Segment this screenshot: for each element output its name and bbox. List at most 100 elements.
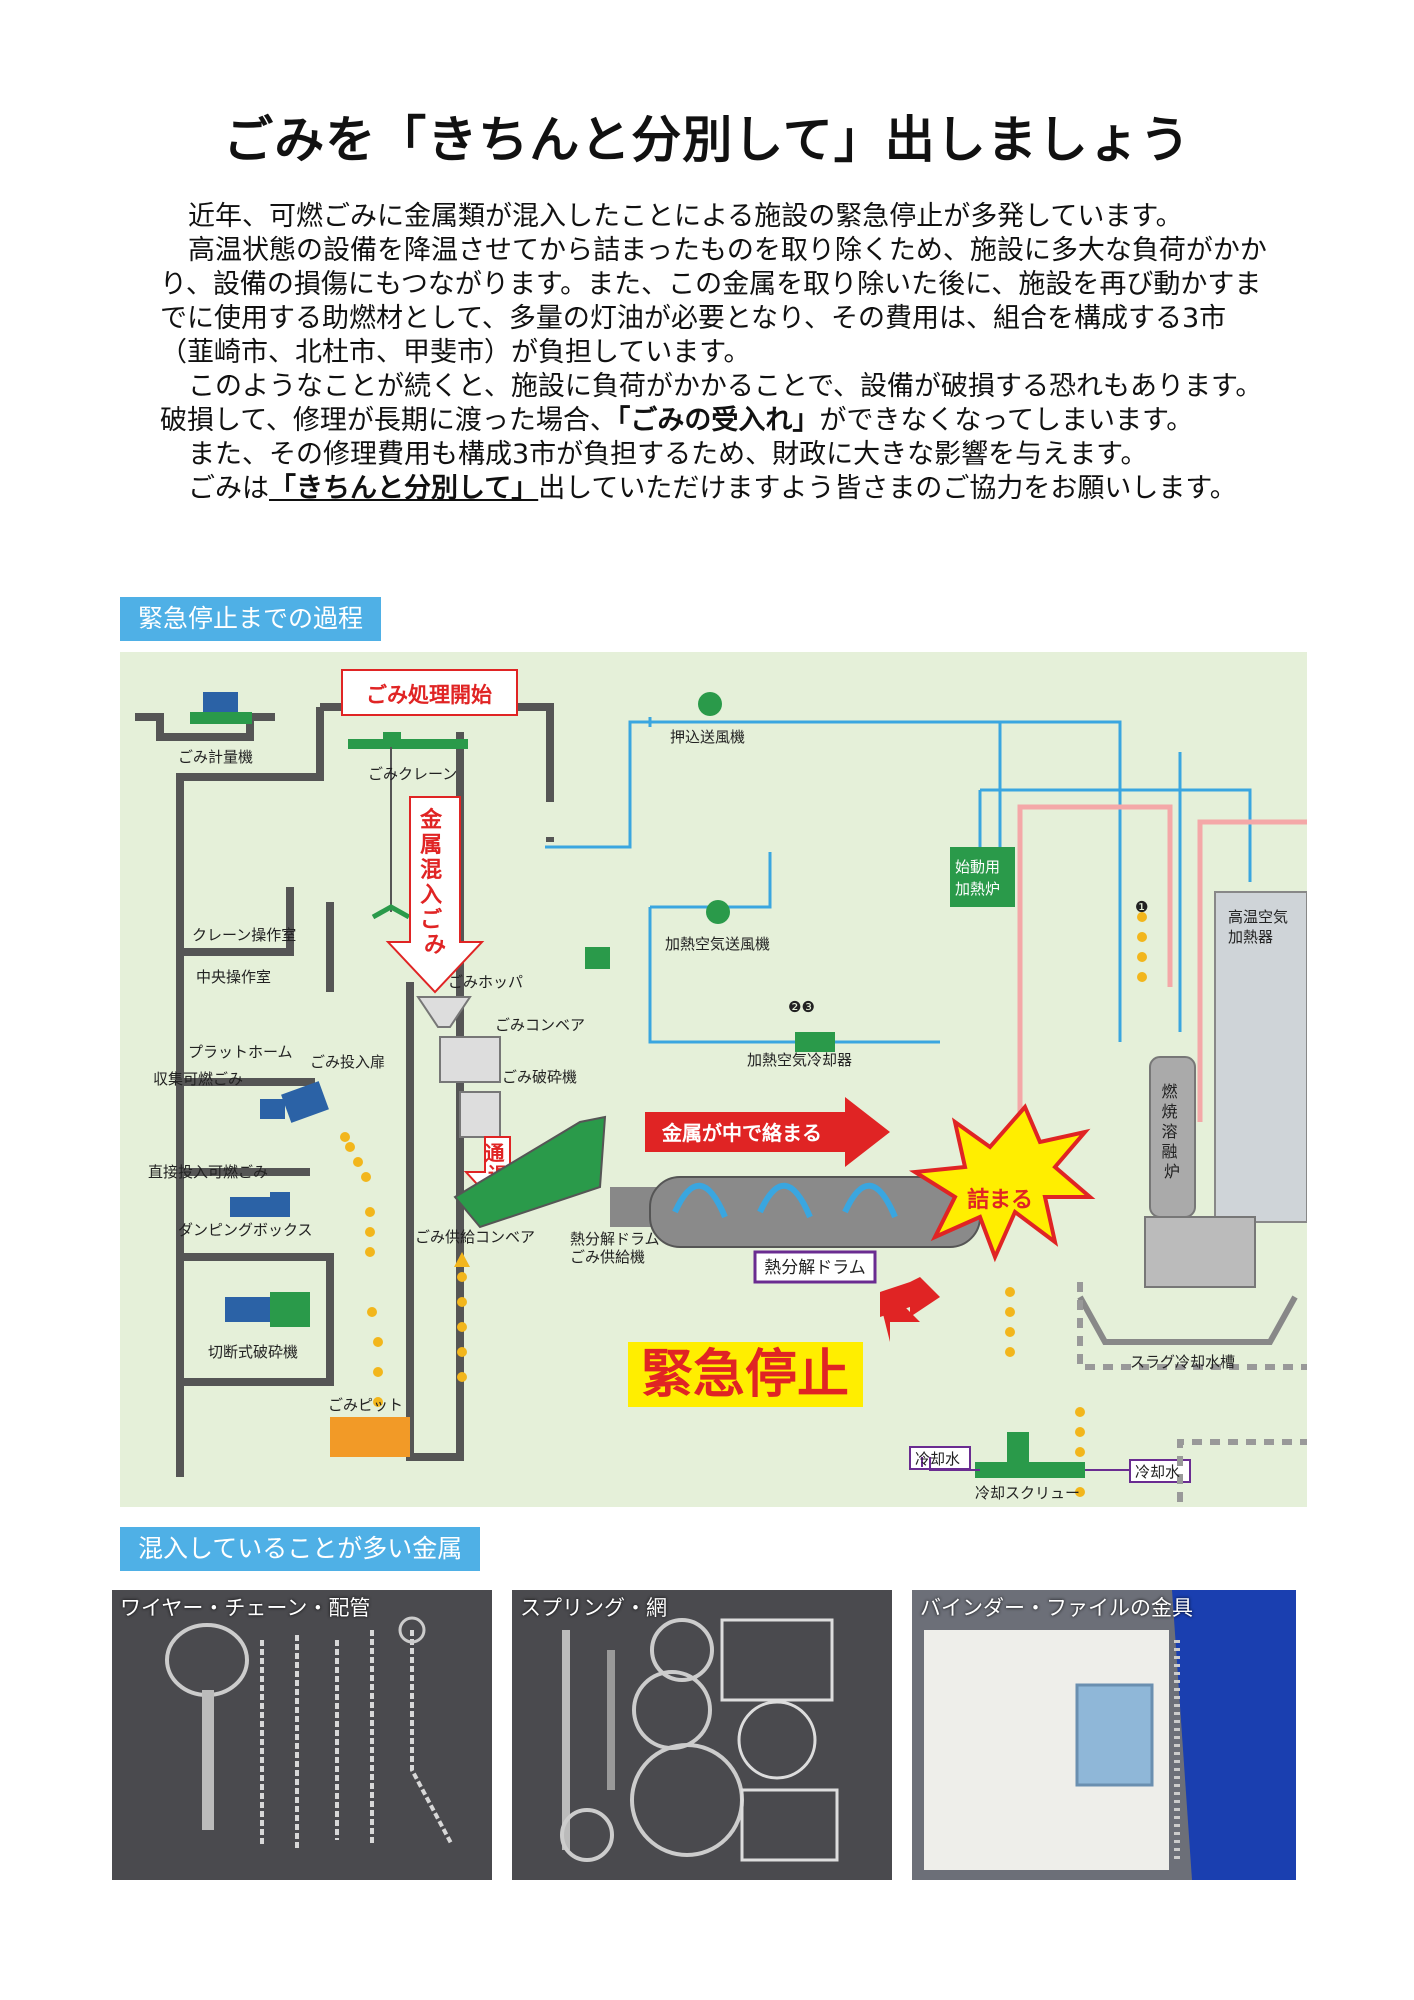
intake-icon bbox=[585, 947, 610, 969]
metal-mixed-arrow bbox=[385, 796, 485, 994]
crusher-label: ごみ破砕機 bbox=[502, 1068, 577, 1086]
intro-text: 近年、可燃ごみに金属類が混入したことによる施設の緊急停止が多発しています。 高温… bbox=[160, 200, 1270, 506]
garbage-flow-dots bbox=[340, 912, 1147, 1497]
melting-furnace-char-4: 融 bbox=[1161, 1142, 1177, 1161]
photo-binder-fittings-caption: バインダー・ファイルの金具 bbox=[920, 1596, 1193, 1620]
process-diagram-svg: ごみ処理開始 金 属 混 入 ご み 通 過 熱分解ドラム 金属が中で絡ま bbox=[135, 669, 1307, 1502]
clog-label: 詰まる bbox=[967, 1187, 1033, 1213]
melting-furnace-label: 燃 焼 溶 融 炉 bbox=[1161, 1082, 1182, 1181]
binder-fittings-illustration bbox=[912, 1590, 1296, 1880]
emergency-label: 緊急停止 bbox=[641, 1345, 849, 1405]
metal-mixed-char-1: 金 bbox=[419, 807, 443, 833]
platform-label: プラットホーム bbox=[188, 1043, 293, 1061]
hot-air-fan-icon bbox=[706, 900, 730, 924]
hopper-label: ごみホッパ bbox=[448, 973, 523, 991]
pit-garbage bbox=[330, 1417, 410, 1457]
metal-mixed-char-6: み bbox=[424, 933, 446, 958]
crane-grab bbox=[371, 904, 411, 920]
hopper-shape bbox=[416, 996, 472, 1028]
startup-furnace-box bbox=[950, 847, 1015, 907]
paragraph-3-emphasis: 「ごみの受入れ」 bbox=[616, 405, 820, 436]
hot-air-cooler-label: 加熱空気冷却器 bbox=[747, 1051, 852, 1069]
slag-tank-label: スラグ冷却水槽 bbox=[1130, 1353, 1235, 1371]
paragraph-5-post: 出していただけますよう皆さまのご協力をお願いします。 bbox=[538, 473, 1237, 504]
dashed-boundaries bbox=[1077, 1282, 1307, 1502]
start-label: ごみ処理開始 bbox=[366, 683, 492, 707]
paragraph-2: 高温状態の設備を降温させてから詰まったものを取り除くため、施設に多大な負荷がかか… bbox=[160, 235, 1267, 368]
melting-furnace-char-1: 燃 bbox=[1161, 1082, 1177, 1101]
emergency-box bbox=[628, 1342, 863, 1407]
push-fan-icon bbox=[698, 692, 722, 716]
drum-label: 熱分解ドラム bbox=[764, 1258, 866, 1278]
cooling-water-in-label: 冷却水 bbox=[1135, 1463, 1180, 1481]
cooling-screw-label: 冷却スクリュー bbox=[975, 1484, 1080, 1502]
weighing-label: ごみ計量機 bbox=[178, 748, 253, 766]
paragraph-4: また、その修理費用も構成3市が負担するため、財政に大きな影響を与えます。 bbox=[188, 439, 1148, 470]
hot-air-heater-label-2: 加熱器 bbox=[1228, 928, 1273, 946]
metal-mixed-char-3: 混 bbox=[420, 858, 442, 883]
pit-up-arrow bbox=[454, 1252, 470, 1267]
central-room-label: 中央操作室 bbox=[196, 968, 271, 986]
hot-air-cooler-icon bbox=[795, 1032, 835, 1052]
crane-room-label: クレーン操作室 bbox=[192, 926, 296, 944]
cooling-screw-shape bbox=[975, 1462, 1085, 1478]
photo-wire-chain-pipe-caption: ワイヤー・チェーン・配管 bbox=[120, 1596, 371, 1620]
pass-char-1: 通 bbox=[485, 1141, 505, 1165]
paragraph-5: ごみは「きちんと分別して」出していただけますよう皆さまのご協力をお願いします。 bbox=[160, 472, 1270, 506]
melting-furnace-char-3: 溶 bbox=[1161, 1122, 1177, 1141]
feed-conveyor-label: ごみ供給コンベア bbox=[415, 1228, 535, 1246]
melting-furnace-char-5: 炉 bbox=[1164, 1162, 1180, 1181]
furnace-base-shape bbox=[1144, 1216, 1256, 1288]
section-common-metals-label: 混入していることが多い金属 bbox=[120, 1527, 481, 1571]
cooling-screw-feed bbox=[1007, 1432, 1029, 1462]
push-fan-label: 押込送風機 bbox=[670, 728, 745, 746]
paragraph-3: このようなことが続くと、施設に負荷がかかることで、設備が破損する恐れもあります。… bbox=[160, 370, 1270, 438]
metal-mixed-label: 金 属 混 入 ご み bbox=[419, 807, 450, 958]
hot-air-lines bbox=[1017, 804, 1307, 1162]
clog-burst bbox=[908, 1103, 1096, 1263]
air-flow-lines bbox=[545, 717, 1252, 1044]
hot-air-heater-label-1: 高温空気 bbox=[1228, 908, 1288, 926]
crane-rail bbox=[348, 739, 468, 749]
drum-feeder-label-1: 熱分解ドラム bbox=[570, 1230, 660, 1248]
start-box bbox=[341, 669, 518, 716]
entangled-label: 金属が中で絡まる bbox=[661, 1121, 822, 1145]
melting-furnace-char-2: 焼 bbox=[1161, 1102, 1177, 1121]
entangled-arrow bbox=[645, 1097, 890, 1167]
startup-furnace-label-1: 始動用 bbox=[955, 858, 1000, 876]
mark-23-label: ❷❸ bbox=[788, 998, 815, 1016]
dumping-label: ダンピングボックス bbox=[178, 1221, 313, 1239]
conveyor-shape bbox=[439, 1036, 501, 1083]
paragraph-3-post: ができなくなってしまいます。 bbox=[819, 405, 1194, 436]
crane-trolley bbox=[383, 732, 401, 744]
crusher-shape bbox=[459, 1091, 501, 1138]
direct-label: 直接投入可燃ごみ bbox=[148, 1163, 268, 1181]
metal-mixed-char-4: 入 bbox=[420, 883, 442, 908]
metal-mixed-char-5: ご bbox=[420, 907, 442, 933]
section-emergency-process-label: 緊急停止までの過程 bbox=[120, 597, 382, 641]
cooling-water-out-label: 冷却水 bbox=[915, 1450, 960, 1468]
alert-arrow-2 bbox=[880, 1277, 940, 1317]
metal-mixed-char-2: 属 bbox=[420, 833, 442, 858]
photo-binder-fittings: バインダー・ファイルの金具 bbox=[912, 1590, 1296, 1880]
drum-label-box bbox=[753, 1250, 877, 1284]
photo-spring-mesh: スプリング・網 bbox=[512, 1590, 892, 1880]
process-diagram: ごみ処理開始 金 属 混 入 ご み 通 過 熱分解ドラム 金属が中で絡ま bbox=[120, 652, 1307, 1507]
shredder-cut-label: 切断式破砕機 bbox=[208, 1343, 298, 1361]
paragraph-3-pre: このようなことが続くと、施設に負荷がかかることで、設備が破損する恐れもあります。… bbox=[160, 371, 1263, 436]
crane-label: ごみクレーン bbox=[368, 765, 457, 783]
pit-label: ごみピット bbox=[328, 1396, 403, 1414]
photo-wire-chain-pipe: ワイヤー・チェーン・配管 bbox=[112, 1590, 492, 1880]
paragraph-5-pre: ごみは bbox=[188, 473, 269, 504]
collection-truck-1 bbox=[260, 1081, 329, 1123]
collected-label: 収集可燃ごみ bbox=[153, 1070, 243, 1088]
page-title: ごみを「きちんと分別して」出しましょう bbox=[223, 111, 1191, 169]
photo-spring-mesh-caption: スプリング・網 bbox=[520, 1596, 667, 1620]
feed-conveyor-shape bbox=[453, 1115, 607, 1229]
startup-furnace-label-2: 加熱炉 bbox=[955, 880, 1000, 898]
conveyor-label: ごみコンベア bbox=[495, 1016, 585, 1034]
wire-chain-pipe-illustration bbox=[165, 1616, 454, 1850]
direct-truck bbox=[230, 1192, 290, 1217]
mark-1-label: ❶ bbox=[1135, 898, 1148, 916]
shredder-truck bbox=[225, 1292, 310, 1327]
